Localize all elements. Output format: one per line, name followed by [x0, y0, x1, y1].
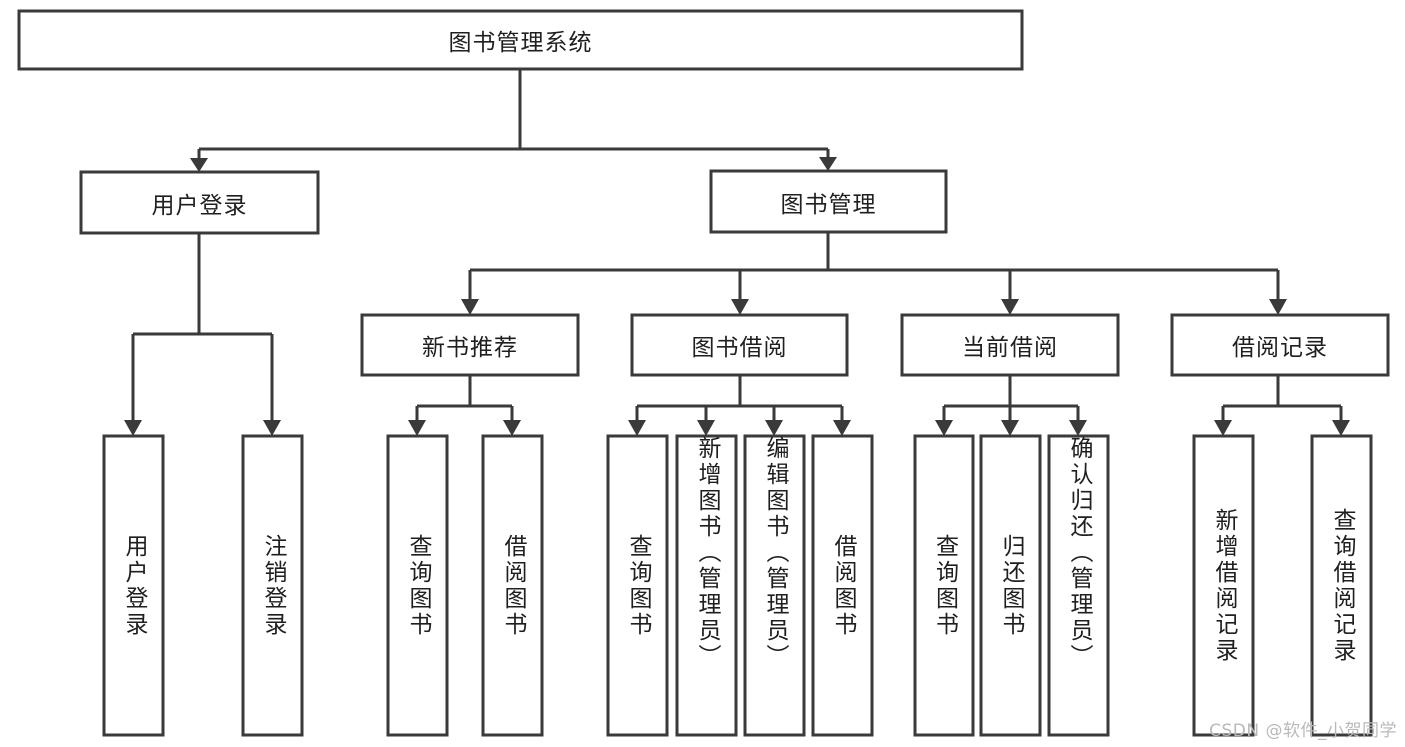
connector-layer	[124, 69, 1350, 436]
node-leaf-confirm-return-admin[interactable]	[1047, 434, 1110, 737]
arrow-head-icon	[503, 420, 521, 436]
arrow-head-icon	[1214, 420, 1232, 436]
node-leaf-user-login[interactable]	[102, 434, 165, 737]
node-leaf-borrow-book-2[interactable]	[811, 434, 874, 737]
arrow-head-icon	[1001, 420, 1019, 436]
arrow-head-icon	[765, 420, 783, 436]
arrow-head-icon	[935, 420, 953, 436]
arrow-head-icon	[833, 420, 851, 436]
arrow-head-icon	[461, 299, 479, 315]
node-leaf-add-book-admin[interactable]	[675, 434, 738, 737]
arrow-head-icon	[697, 420, 715, 436]
arrow-head-icon	[408, 420, 426, 436]
node-leaf-add-borrow-record[interactable]	[1192, 434, 1255, 737]
node-user-login[interactable]	[79, 170, 320, 235]
node-leaf-query-book-3[interactable]	[913, 434, 975, 737]
node-leaf-query-borrow-record[interactable]	[1310, 434, 1373, 737]
node-current-borrow[interactable]	[900, 313, 1120, 377]
node-leaf-query-book-2[interactable]	[606, 434, 669, 737]
node-book-borrow[interactable]	[630, 313, 849, 377]
node-leaf-user-logout[interactable]	[241, 434, 304, 737]
node-new-book-recommend[interactable]	[360, 313, 580, 377]
csdn-watermark: CSDN @软件_小贺同学	[1209, 721, 1397, 741]
arrow-head-icon	[1269, 299, 1287, 315]
node-leaf-edit-book-admin[interactable]	[743, 434, 806, 737]
arrow-head-icon	[731, 299, 749, 315]
arrow-head-icon	[1332, 420, 1350, 436]
node-borrow-record[interactable]	[1170, 313, 1390, 377]
arrow-head-icon	[628, 420, 646, 436]
arrow-head-icon	[819, 157, 837, 171]
arrow-head-icon	[1069, 420, 1087, 436]
node-leaf-return-book[interactable]	[979, 434, 1042, 737]
arrow-head-icon	[263, 420, 281, 436]
arrow-head-icon	[190, 158, 208, 172]
node-layer	[17, 9, 1390, 737]
arrow-head-icon	[124, 420, 142, 436]
node-leaf-borrow-book-1[interactable]	[481, 434, 544, 737]
arrow-head-icon	[1001, 299, 1019, 315]
node-root[interactable]	[17, 9, 1024, 71]
node-leaf-query-book-1[interactable]	[386, 434, 449, 737]
node-book-manage[interactable]	[709, 169, 948, 234]
